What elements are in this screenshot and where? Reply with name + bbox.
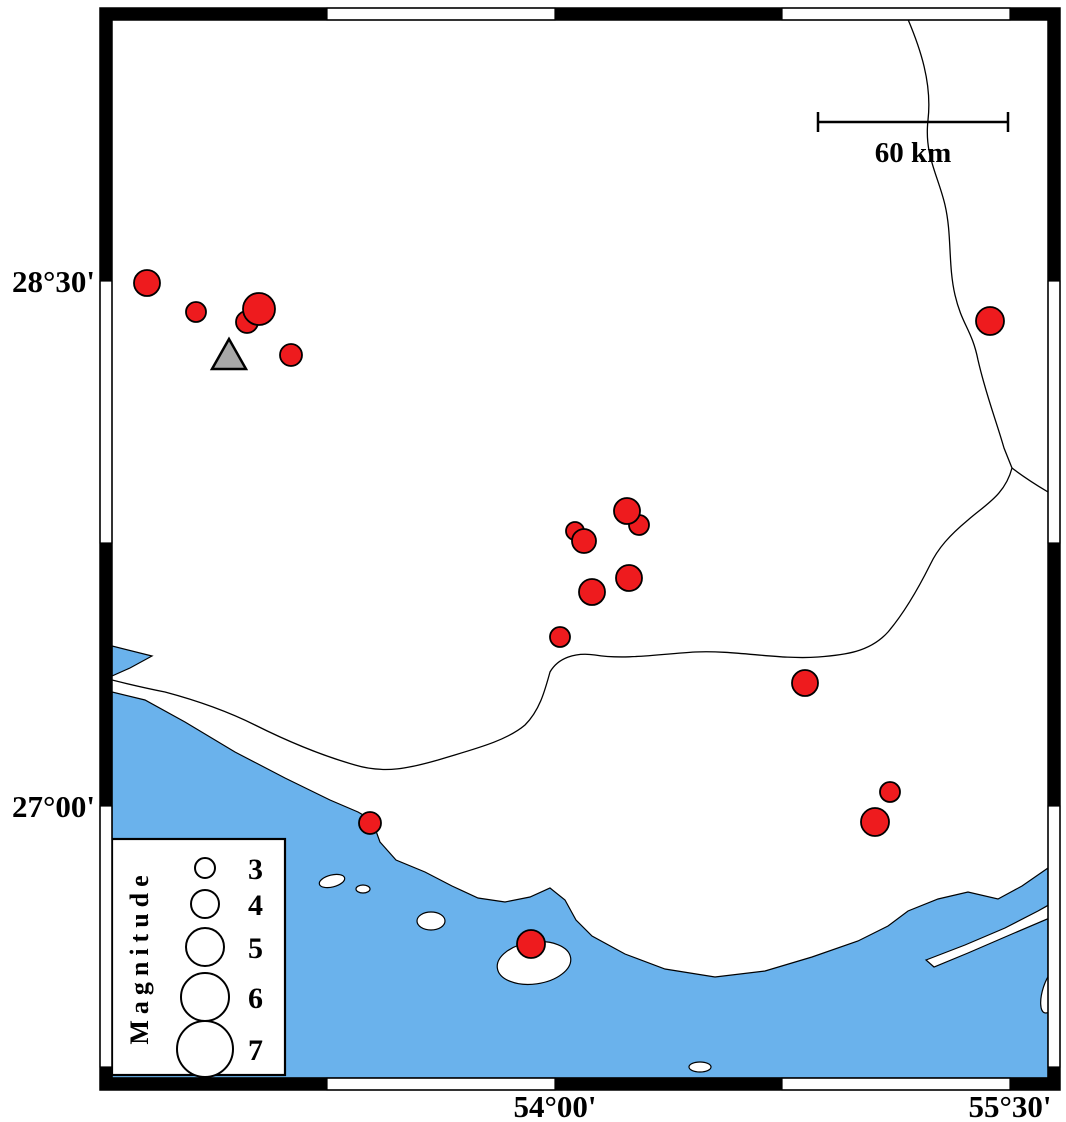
island-small-2 [355,884,371,894]
scale-bar-line [816,112,1010,132]
legend-magnitude-circle [176,1020,234,1078]
legend-magnitude-circle [180,972,230,1022]
earthquake-marker [615,564,643,592]
lat-label-2830: 28°30' [12,264,95,299]
station-triangle [209,336,249,371]
earthquake-marker [879,781,901,803]
earthquake-marker [791,669,819,697]
boundary-line [112,20,1013,771]
island-elongated [924,904,1048,968]
legend-magnitude-label: 3 [248,853,263,886]
frame-inner-outline [111,19,1049,1079]
earthquake-marker [613,497,641,525]
scale-bar-label: 60 km [875,137,952,169]
legend-magnitude-label: 4 [248,889,263,922]
axis-labels: 28°30' 27°00' 54°00' 55°30' [12,264,1052,1122]
lon-label-5530: 55°30' [968,1089,1051,1122]
earthquake-marker [185,301,207,323]
legend-title: Magnitude [125,869,154,1044]
lat-label-2700: 27°00' [12,789,95,824]
map-interior: 60 km Magnitude 34 5 6 7 [112,20,1048,1078]
frame-right-white-2 [1047,805,1061,1068]
earthquake-marker [975,306,1005,336]
legend-magnitude-circle [190,889,220,919]
lon-label-5400: 54°00' [513,1089,596,1122]
legend-symbols: 34 5 6 7 [176,853,263,1078]
map-frame [99,7,1061,1091]
legend-magnitude-label: 6 [248,982,263,1015]
earthquake-marker [358,811,382,835]
frame-outer-outline [99,7,1061,1091]
frame-top-white-2 [781,7,1011,21]
earthquake-marker [571,528,597,554]
legend-magnitude-label: 5 [248,932,263,965]
island-small-1 [318,873,346,889]
earthquake-marker [279,343,303,367]
scale-bar: 60 km [816,112,1010,169]
island-edge-sliver [1040,966,1048,1014]
boundary-branch [1011,467,1048,493]
frame-right-white-1 [1047,280,1061,544]
legend-magnitude-label: 7 [248,1034,263,1067]
island-small-3 [416,911,446,931]
earthquake-marker [578,578,606,606]
coastal-inlet [112,645,154,677]
legend-magnitude-circle [185,927,225,967]
frame-left-white-1 [99,280,113,544]
earthquake-marker [516,929,546,959]
legend-magnitude-circle [194,857,216,879]
frame-top-white-1 [326,7,556,21]
sea-area [112,691,1048,1078]
earthquake-marker [133,269,161,297]
earthquake-marker [860,807,890,837]
earthquake-layer [133,269,1005,959]
island-small-4 [688,1061,712,1073]
frame-left-white-2 [99,805,113,1068]
earthquake-marker [242,292,276,326]
magnitude-legend: Magnitude 34 5 6 7 [112,837,287,1078]
earthquake-marker [549,626,571,648]
